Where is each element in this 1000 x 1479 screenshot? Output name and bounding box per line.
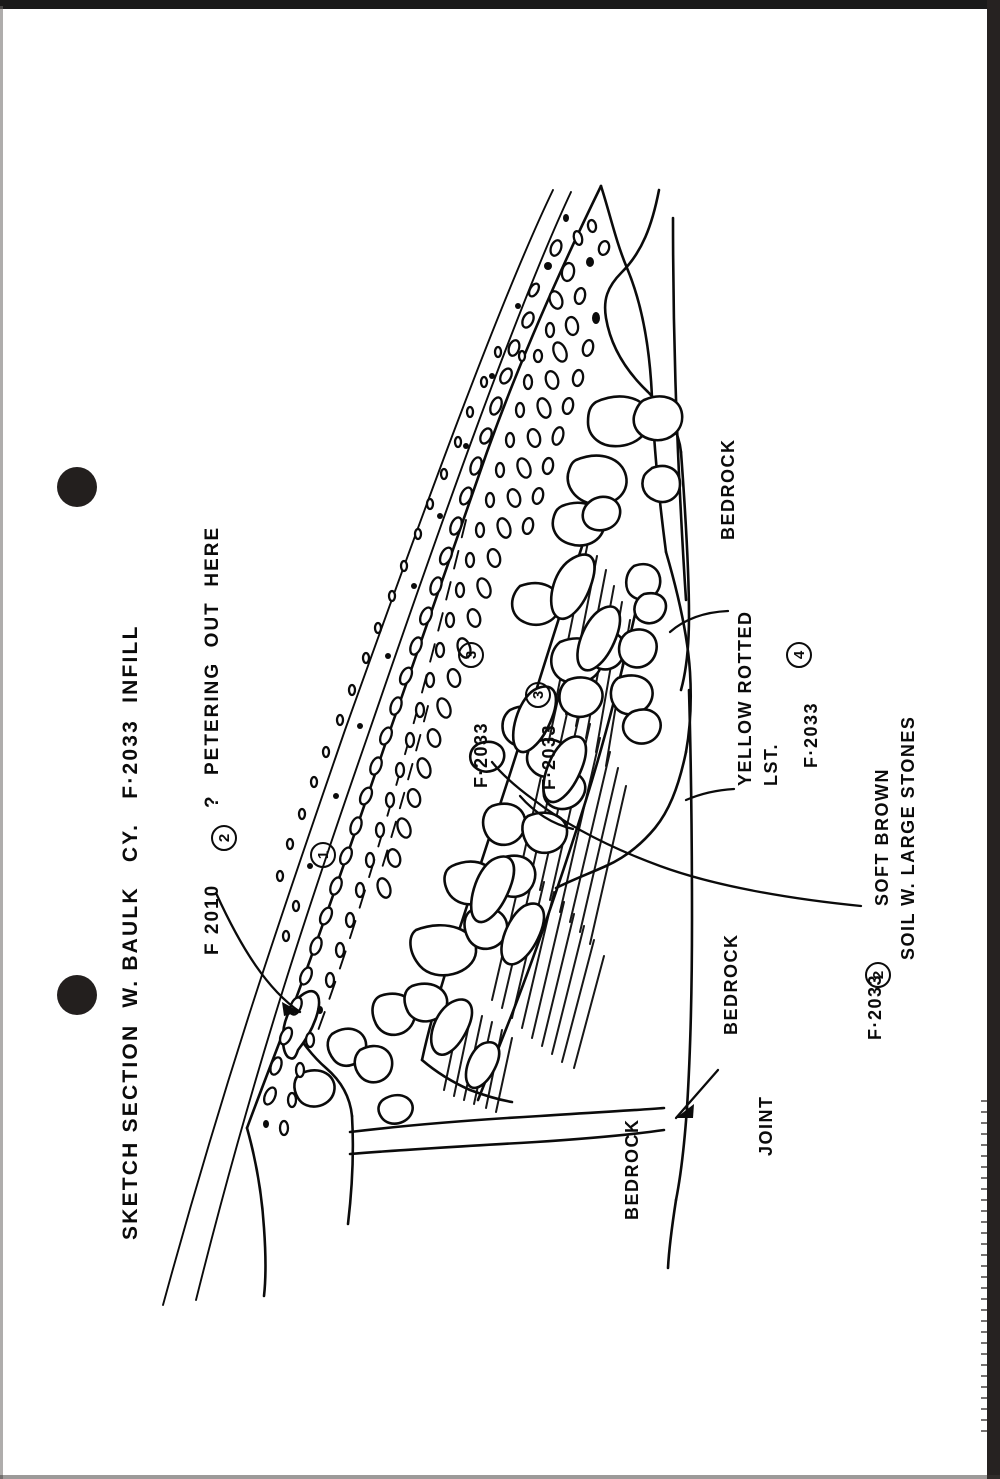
petering-out-note: PETERING OUT HERE [202, 525, 223, 775]
page-title: SKETCH SECTION W. BAULK CY. F·2033 INFIL… [119, 624, 142, 1240]
soft-brown-soil-line2: SOIL W. LARGE STONES [898, 715, 918, 960]
pebble-texture [262, 214, 611, 1135]
scan-edge-right [987, 0, 1000, 1479]
context-number-3-lower: 3 [525, 682, 551, 708]
f2010-arrow-head [282, 1002, 300, 1016]
scan-edge-top [0, 0, 1000, 9]
baulk-surface-lines [163, 190, 571, 1305]
hatch-zone-stones [431, 555, 620, 1088]
scan-edge-bottom [0, 1475, 1000, 1479]
scan-speckle-artifact [981, 1100, 987, 1440]
bedrock-label-mid-right: BEDROCK [721, 933, 741, 1035]
context-number-3-upper: 3 [458, 642, 484, 668]
punch-hole-icon [57, 467, 97, 507]
context-number-1: 1 [310, 842, 336, 868]
yellow-rotted-lst-line1: YELLOW ROTTED [735, 610, 755, 787]
joint-arrow-head [676, 1104, 694, 1118]
query-mark: ? [202, 794, 223, 808]
context-number-2-top: 2 [211, 825, 237, 851]
soft-brown-soil-line1: SOFT BROWN [872, 768, 892, 906]
context-number-4: 4 [786, 642, 812, 668]
feature-2010-label: F 2010 [202, 883, 223, 955]
scan-edge-left [0, 6, 3, 1479]
feature-2033-label-b: F·2033 [539, 723, 559, 790]
bedrock-label-bottom-left: BEDROCK [622, 1118, 642, 1220]
context-boundary-dashed [316, 520, 466, 1036]
joint-label: JOINT [756, 1095, 776, 1156]
punch-hole-icon [57, 975, 97, 1015]
bedrock-joint [350, 1070, 718, 1154]
yellow-rotted-lst-line2: LST. [761, 742, 781, 786]
feature-2033-label-c: F·2033 [801, 701, 821, 768]
feature-2033-label-a: F·2033 [471, 721, 491, 788]
feature-2033-label-d: F·2033 [865, 973, 885, 1040]
bedrock-label-top-right: BEDROCK [718, 438, 738, 540]
leader-lines [216, 611, 861, 1016]
